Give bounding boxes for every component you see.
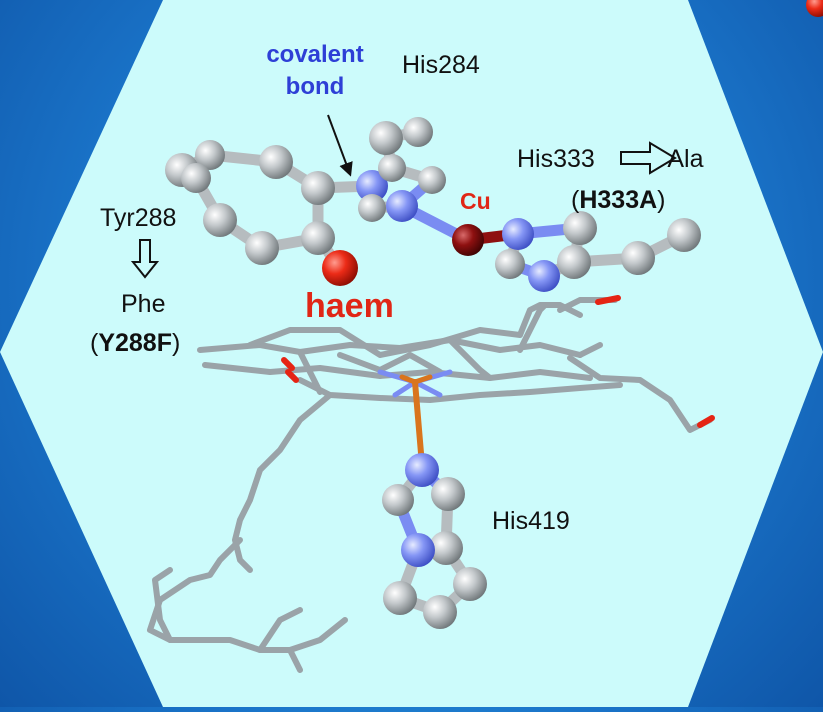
haem-stick-14 [447,337,493,381]
atom-c-c11 [431,477,465,511]
cu-label: Cu [460,188,491,214]
haem-stick-5 [567,355,713,433]
atom-c-c14 [453,567,487,601]
covalent-bond-label-line1: covalent [266,41,364,68]
haem-stick-1 [202,362,593,381]
atom-n-n2 [386,190,418,222]
haem-stick-15 [577,342,603,358]
h333a-label: (H333A) [571,188,665,213]
atom-n-n4 [528,260,560,292]
his333-label: His333 [517,145,595,173]
h333a-close-paren: ) [657,186,666,214]
right-arrow-icon [620,141,677,175]
phe-label: Phe [121,290,166,318]
atom-c-c16 [383,581,417,615]
covalent-bond-pointer-arrow [327,114,353,177]
covalent-bond-label: covalent bond [250,43,380,99]
haem-stick-9 [152,567,173,643]
haem-stick-8 [147,537,303,673]
atom-c-t4 [301,171,335,205]
atom-c-c8 [495,249,525,279]
atom-c-c7 [557,245,591,279]
atom-n-n1 [356,170,388,202]
porphyrin-n-bond-2 [392,379,418,398]
y288f-code: Y288F [98,329,172,357]
haem-stick-13 [297,349,323,395]
y288f-open-paren: ( [90,329,99,357]
haem-oxygen-stick-1 [285,369,299,383]
haem-stick-4 [517,302,548,353]
porphyrin-n-bond-3 [412,379,443,398]
covalent-bond-label-line2: bond [285,73,345,100]
atom-c-t8 [181,163,211,193]
haem-stick-11 [287,617,348,653]
atom-n-n6 [401,533,435,567]
haem-stick-10 [257,607,303,653]
ball-and-stick-atoms [165,117,701,629]
carboxyl-oxygen-stick-1 [697,415,715,428]
atom-c-c10 [667,218,701,252]
atom-c-c13 [382,484,414,516]
atom-c-c12 [429,531,463,565]
haem-stick-7 [232,392,333,573]
haem-stick-model [147,295,715,673]
tyr288-label: Tyr288 [100,204,177,232]
haem-oxygen-stick-0 [281,357,295,371]
carboxyl-oxygen-stick-0 [595,295,621,305]
h333a-code: H333A [579,186,658,214]
atom-c-c2 [369,121,403,155]
iron-his419-bond [412,379,425,468]
atom-o-o1 [322,250,358,286]
corner-red-dot [806,0,823,17]
atom-c-t3 [259,145,293,179]
atom-c-t2 [195,140,225,170]
atom-c-c6 [563,211,597,245]
haem-label: haem [305,287,394,325]
his333-mutation-label: His333 Ala [517,147,704,172]
atom-c-c4 [418,166,446,194]
atom-n-n5 [405,453,439,487]
atom-cu-cu [452,224,484,256]
atom-c-c1 [378,154,406,182]
his419-label: His419 [492,507,570,535]
his284-label: His284 [402,51,480,79]
atom-c-c15 [423,595,457,629]
haem-stick-3 [297,377,623,403]
atom-c-t6 [245,231,279,265]
haem-stick-12 [337,352,443,375]
atom-c-c5 [358,194,386,222]
atom-n-n3 [502,218,534,250]
y288f-label: (Y288F) [90,331,180,356]
atom-c-t5 [301,221,335,255]
down-arrow-icon [130,239,160,279]
ala-label: Ala [667,145,704,173]
h333a-open-paren: ( [571,186,580,214]
y288f-close-paren: ) [172,329,181,357]
atom-c-c9 [621,241,655,275]
atom-c-c3 [403,117,433,147]
atom-c-t7 [203,203,237,237]
